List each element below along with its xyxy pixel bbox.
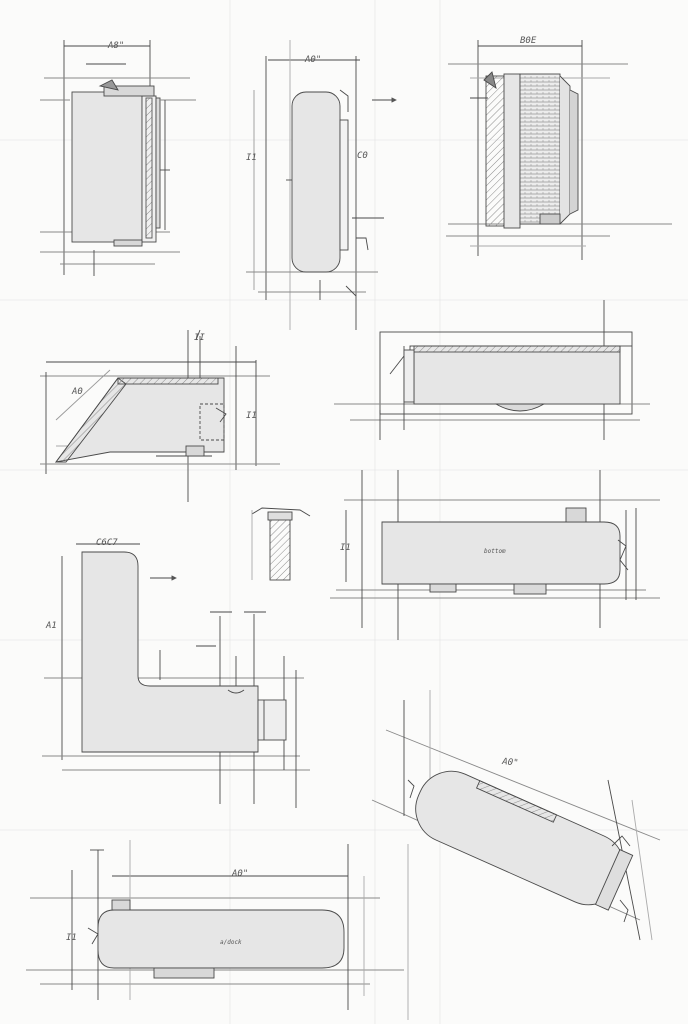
drawing-9-dim-top: A0"	[501, 757, 519, 769]
drawing-8-dim-side: I1	[340, 543, 351, 553]
drawing-1-dim-top: A8"	[107, 41, 124, 51]
drawing-3-hatched-block	[446, 40, 672, 260]
drawing-1-tall-cabinet	[40, 40, 196, 276]
drawing-7-dim-top: C6C7	[96, 538, 118, 548]
drawing-9-rotated-capsule	[371, 690, 661, 941]
drawing-7-dim-side: A1	[45, 621, 57, 631]
drawing-8-long-housing	[330, 470, 660, 640]
drawing-10-rounded-block	[26, 840, 409, 1020]
drawing-4-dim-top: II	[194, 333, 205, 343]
drawing-2-dim-top: A0"	[304, 55, 321, 65]
drawing-4-dim-diag: A0	[71, 387, 83, 397]
drawing-4-chamfered-bar	[40, 329, 280, 502]
drawing-8-note: bottom	[484, 548, 506, 555]
drawing-6-small-detail	[251, 507, 311, 581]
drawing-10-note: a/dock	[220, 939, 242, 946]
drawing-5-flat-housing	[334, 300, 650, 440]
drawing-2-dim-side-2: C0	[357, 151, 368, 161]
drawing-7-l-profile	[42, 543, 310, 808]
drawing-10-dim-side: I1	[66, 933, 77, 943]
drawing-2-dim-side: I1	[246, 153, 257, 163]
drawing-10-dim-top: A0"	[231, 869, 248, 879]
drawing-2-rounded-column	[246, 40, 397, 330]
drawing-4-dim-side: I1	[246, 411, 257, 421]
drawing-3-dim-top: B0E	[520, 36, 537, 46]
